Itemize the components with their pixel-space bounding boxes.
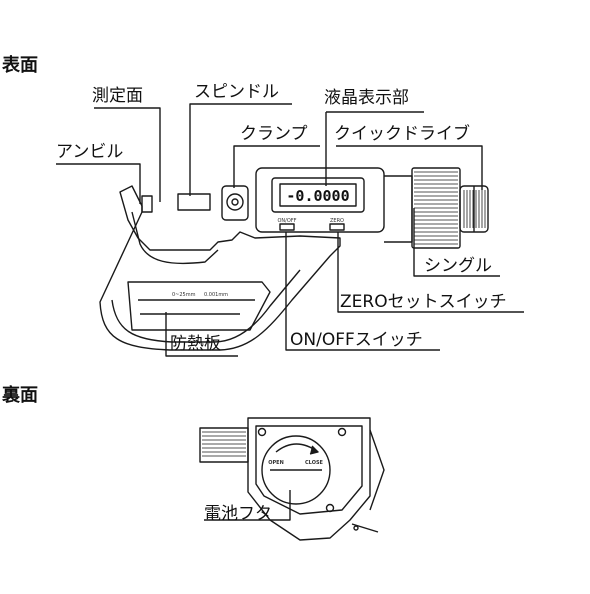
screw-icon xyxy=(325,503,335,513)
leader-measuring-face xyxy=(94,107,161,202)
leader-on-off xyxy=(285,232,440,351)
label-heat-shield: 防熱板 xyxy=(170,334,221,354)
battery-cover-shape xyxy=(261,435,331,505)
frame-range-text: 0~25mm xyxy=(172,292,196,298)
clamp-knob-inner xyxy=(231,198,239,206)
on-off-button-label: ON/OFF xyxy=(277,218,296,224)
label-measuring-face: 測定面 xyxy=(92,86,143,106)
anvil-shape xyxy=(141,195,153,213)
leader-clamp xyxy=(233,145,320,188)
leader-heat-shield xyxy=(165,312,238,357)
leader-thimble xyxy=(413,208,500,277)
label-anvil: アンビル xyxy=(56,142,124,162)
label-lcd: 液晶表示部 xyxy=(324,88,409,108)
lcd-reading: -0.0000 xyxy=(286,187,349,205)
leader-ratchet xyxy=(336,145,483,190)
leader-battery-cover xyxy=(204,490,291,521)
heat-shield-outline xyxy=(127,281,271,331)
zero-button-label: ZERO xyxy=(330,218,344,224)
thimble-knurling xyxy=(414,171,458,245)
spindle-shape xyxy=(177,193,211,211)
label-clamp: クランプ xyxy=(240,124,308,144)
lcd-digit-window xyxy=(279,183,357,207)
screw-icon xyxy=(337,427,347,437)
frame-inner xyxy=(131,211,219,265)
label-spindle: スピンドル xyxy=(194,82,279,102)
on-off-button[interactable] xyxy=(279,223,295,231)
back-view-title: 裏面 xyxy=(2,385,38,406)
sleeve-shape xyxy=(384,175,413,243)
label-thimble: シングル xyxy=(424,256,492,276)
ratchet-ribs xyxy=(463,190,486,228)
clamp-body xyxy=(221,185,249,221)
back-knurling xyxy=(202,431,246,457)
frame-outline xyxy=(99,185,341,351)
label-ratchet: クイックドライブ xyxy=(334,124,470,144)
front-view-title: 表面 xyxy=(2,55,38,76)
back-housing xyxy=(247,417,371,541)
label-zero-switch: ZEROセットスイッチ xyxy=(340,292,507,312)
zero-button[interactable] xyxy=(329,223,345,231)
battery-close-text: CLOSE xyxy=(305,460,324,466)
clamp-knob xyxy=(226,193,244,211)
frame-lower-curve xyxy=(111,269,301,343)
label-on-off-switch: ON/OFFスイッチ xyxy=(290,330,423,350)
frame-resolution-text: 0.001mm xyxy=(204,292,228,298)
lcd-housing xyxy=(255,167,385,233)
battery-open-text: OPEN xyxy=(268,460,284,466)
back-thimble-stub xyxy=(199,427,249,463)
leader-zero-switch xyxy=(337,232,524,313)
leader-spindle xyxy=(189,103,292,196)
label-battery-cover: 電池フタ xyxy=(204,504,272,524)
screw-icon xyxy=(257,427,267,437)
lcd-screen xyxy=(271,177,365,213)
leader-anvil xyxy=(56,163,141,204)
